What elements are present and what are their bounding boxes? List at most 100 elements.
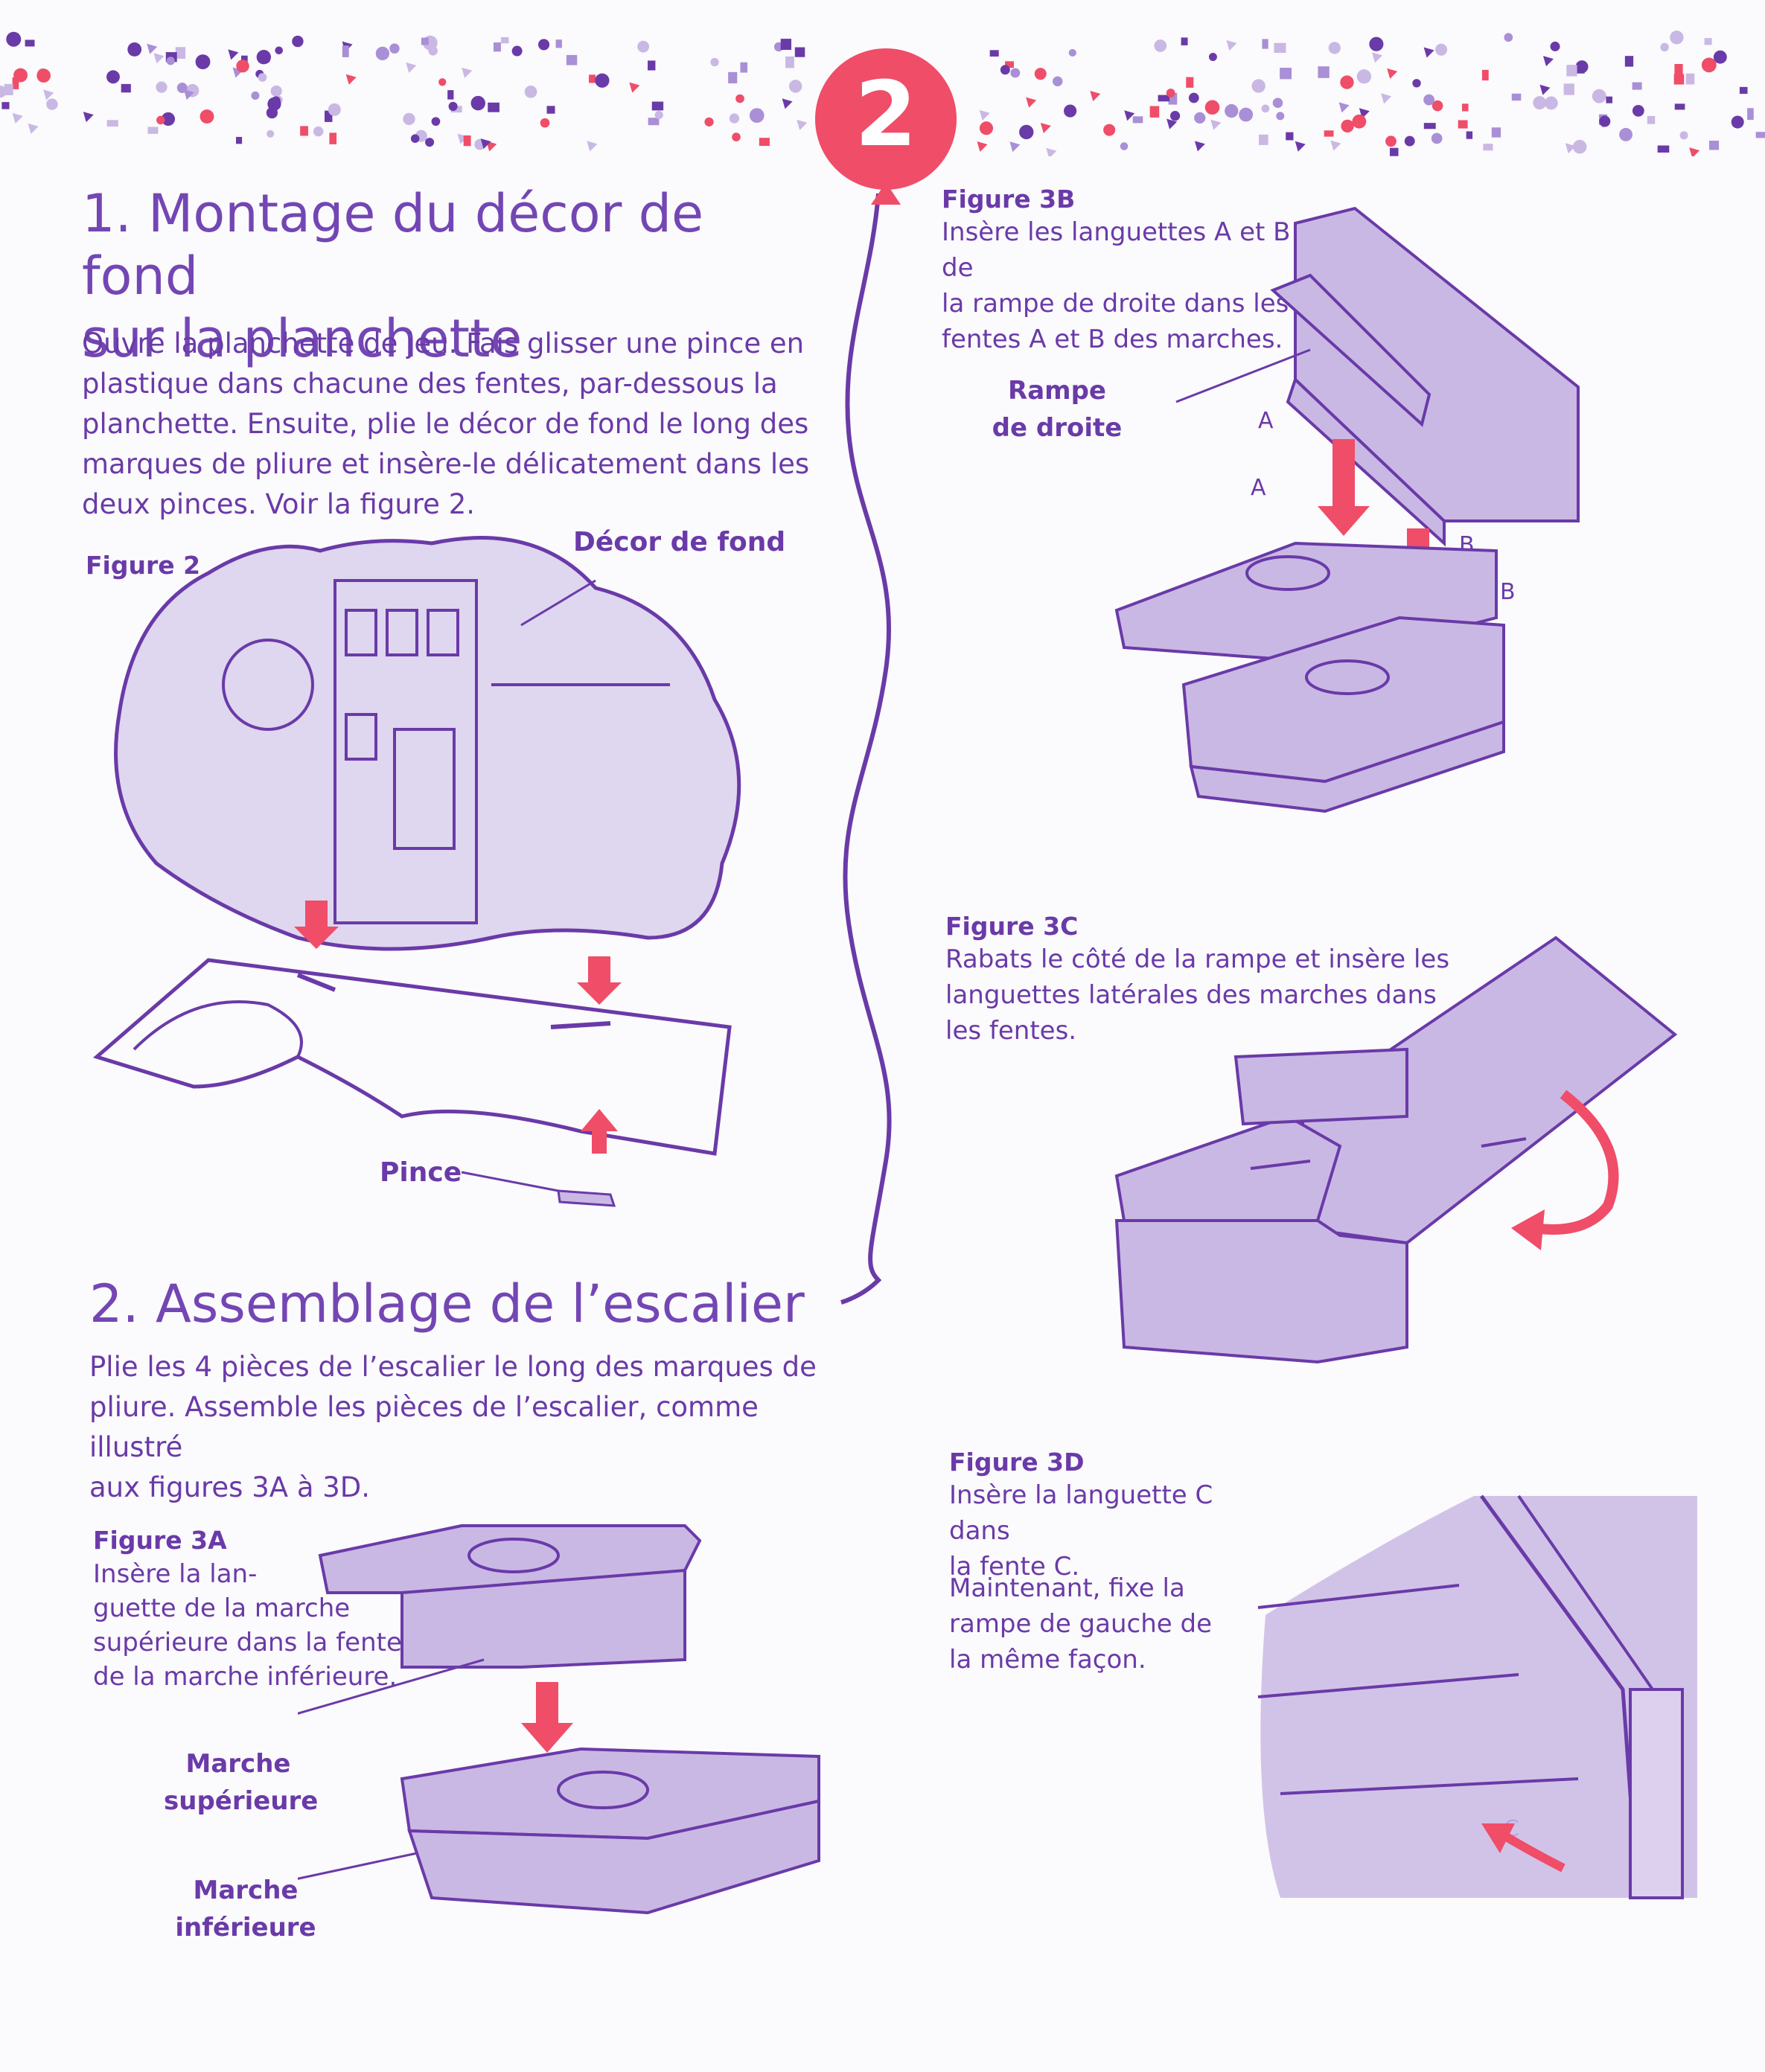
confetti-piece — [637, 40, 650, 53]
confetti-piece — [589, 74, 596, 83]
confetti-piece — [1181, 37, 1188, 45]
confetti-piece — [1619, 127, 1632, 141]
confetti-piece — [1387, 68, 1398, 79]
balloon-knot — [871, 182, 901, 205]
confetti-piece — [1606, 96, 1612, 103]
confetti-piece — [1599, 115, 1611, 127]
confetti-piece — [228, 49, 239, 60]
confetti-piece — [587, 141, 598, 152]
figure3a-text-line: de la marche inférieure. — [93, 1662, 398, 1692]
confetti-piece — [1592, 89, 1606, 103]
confetti-piece — [1204, 100, 1220, 115]
confetti-piece — [1647, 115, 1656, 124]
confetti-piece — [1328, 42, 1341, 54]
confetti-piece — [1404, 135, 1415, 147]
confetti-piece — [270, 85, 282, 97]
confetti-piece — [256, 50, 272, 65]
confetti-piece — [1286, 132, 1294, 141]
lower-step-label-line: Marche — [193, 1876, 299, 1905]
confetti-piece — [300, 126, 308, 136]
confetti-piece — [500, 37, 509, 44]
confetti-piece — [328, 103, 341, 116]
confetti-piece — [1239, 107, 1254, 122]
confetti-piece — [28, 123, 39, 134]
confetti-piece — [538, 39, 550, 51]
confetti-piece — [1670, 31, 1684, 45]
confetti-piece — [1577, 63, 1585, 74]
figure3a-illustration — [298, 1524, 820, 1915]
confetti-piece — [740, 62, 748, 73]
letter-b-bottom: B — [1500, 579, 1516, 605]
confetti-piece — [1259, 134, 1268, 145]
confetti-piece — [729, 113, 740, 124]
confetti-piece — [106, 70, 120, 84]
step-number: 2 — [855, 63, 917, 167]
confetti-piece — [1194, 141, 1205, 152]
confetti-piece — [1186, 77, 1194, 88]
confetti-piece — [470, 95, 485, 111]
lower-step-label: Marche inférieure — [171, 1872, 320, 1946]
confetti-piece — [1019, 124, 1034, 140]
confetti-piece — [1431, 132, 1443, 144]
confetti-piece — [648, 118, 660, 126]
confetti-piece — [1632, 104, 1644, 117]
confetti-piece — [1704, 38, 1712, 45]
confetti-piece — [183, 89, 194, 100]
figure3d-text: Insère la languette C dans la fente C. — [949, 1477, 1262, 1585]
confetti-piece — [1251, 79, 1265, 93]
section1-body-line: marques de pliure et insère-le délicatem… — [82, 448, 810, 480]
confetti-piece — [1674, 103, 1685, 110]
confetti-piece — [1194, 112, 1206, 124]
confetti-piece — [1, 102, 10, 109]
confetti-piece — [1149, 106, 1160, 118]
figure3c-text: Rabats le côté de la rampe et insère les… — [945, 941, 1466, 1049]
figure3a-text-line: Insère la lan- — [93, 1559, 258, 1589]
confetti-piece — [1274, 42, 1286, 54]
confetti-piece — [447, 90, 454, 100]
confetti-piece — [788, 80, 802, 93]
confetti-piece — [147, 127, 159, 134]
confetti-piece — [240, 55, 248, 64]
confetti-piece — [200, 109, 214, 124]
confetti-piece — [83, 112, 94, 123]
section1-body: Ouvre la planchette de jeu. Fais glisser… — [82, 324, 826, 525]
confetti-piece — [389, 43, 400, 54]
confetti-piece — [13, 68, 28, 83]
confetti-piece — [1168, 92, 1178, 105]
ramp-label-line: Rampe — [1008, 376, 1106, 406]
confetti-piece — [1674, 64, 1683, 75]
figure3b-illustration — [1114, 206, 1580, 813]
confetti-piece — [1423, 94, 1435, 106]
confetti-piece — [428, 46, 438, 56]
confetti-piece — [1158, 95, 1170, 102]
confetti-piece — [1090, 90, 1101, 101]
figure3b-label: Figure 3B — [942, 185, 1076, 214]
confetti-piece — [1458, 120, 1468, 129]
confetti-piece — [1755, 132, 1765, 138]
confetti-piece — [480, 138, 491, 150]
confetti-piece — [161, 112, 176, 127]
confetti-piece — [1166, 118, 1178, 130]
figure3d-label: Figure 3D — [949, 1448, 1085, 1477]
section1-body-line: Ouvre la planchette de jeu. Fais glisser… — [82, 327, 805, 359]
confetti-piece — [566, 54, 578, 65]
confetti-piece — [1533, 96, 1547, 110]
confetti-piece — [1739, 86, 1748, 95]
confetti-piece — [1385, 135, 1397, 147]
confetti-piece — [258, 73, 267, 82]
confetti-piece — [1679, 131, 1688, 140]
confetti-piece — [127, 42, 142, 57]
confetti-piece — [1005, 61, 1014, 68]
confetti-piece — [410, 134, 420, 143]
confetti-piece — [794, 47, 805, 57]
confetti-piece — [977, 141, 988, 153]
upper-step-label-line: supérieure — [164, 1786, 319, 1816]
confetti-piece — [1563, 83, 1574, 95]
confetti-piece — [195, 54, 211, 69]
confetti-piece — [6, 31, 22, 47]
figure3c-text-line: les fentes. — [945, 1016, 1077, 1046]
confetti-piece — [979, 109, 990, 121]
confetti-piece — [782, 98, 793, 109]
figure3d-text-line: la fente C. — [949, 1552, 1080, 1582]
figure2-illustration — [92, 536, 741, 1207]
